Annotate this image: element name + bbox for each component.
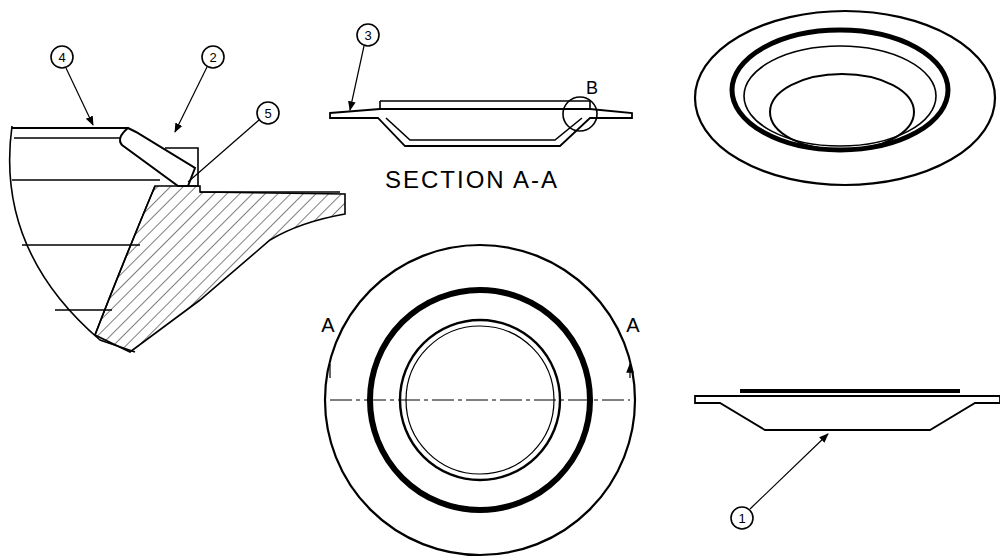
callout-number: 3 [364,29,371,42]
section-title: SECTION A-A [385,168,559,192]
detail-letter: B [586,79,598,97]
callout-number: 1 [738,512,745,525]
callout-number: 4 [58,51,65,64]
callout-number: 5 [264,107,271,120]
section-letter: A [626,315,639,335]
section-letter: A [321,315,334,335]
callout-number: 2 [209,51,216,64]
